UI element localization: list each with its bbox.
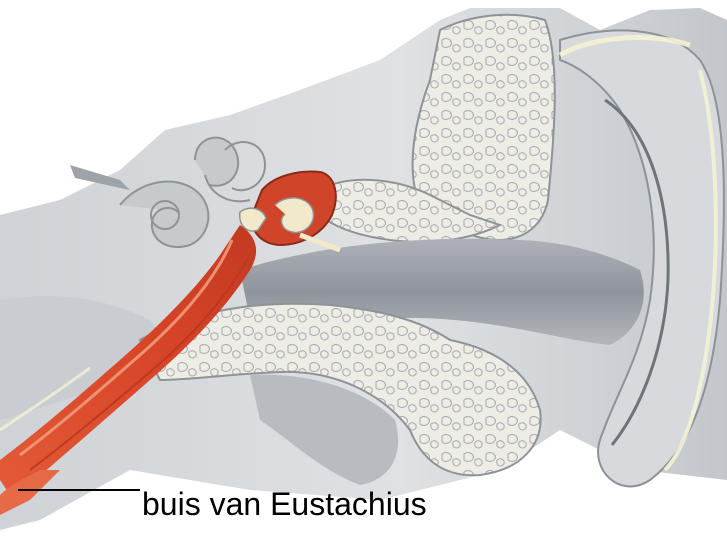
label-eustachian-tube: buis van Eustachius [142, 486, 427, 522]
